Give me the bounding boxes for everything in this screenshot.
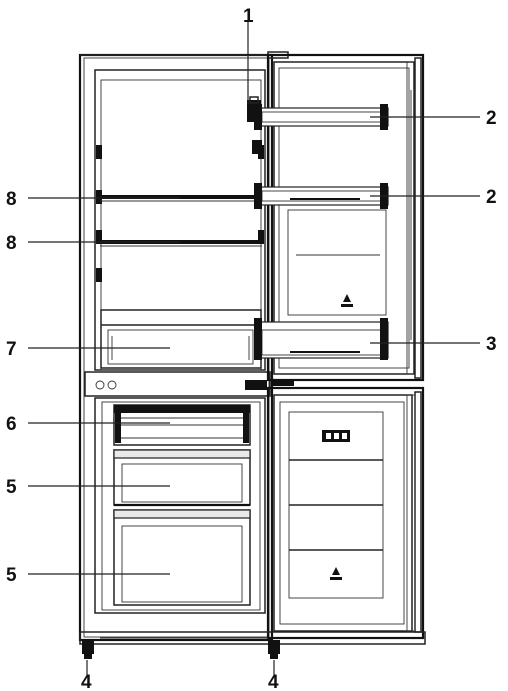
callout-2-upper: 2 [486,108,497,129]
callout-1: 1 [243,6,254,27]
door-bin-middle [254,183,389,209]
freezer-compartment [94,397,266,614]
freezer-door-panel [288,411,384,599]
top-hinge [247,96,262,154]
door-bin-bottom [254,318,389,360]
door-inner-panel [287,209,387,316]
callout-3: 3 [486,334,497,355]
crisper-drawer [100,309,262,369]
callout-2-middle: 2 [486,187,497,208]
callout-4-right: 4 [268,672,279,691]
callout-4-left: 4 [81,672,92,691]
callout-8-lower: 8 [6,233,17,254]
callout-labels: 1 2 2 3 8 8 7 6 5 5 4 4 [6,6,497,691]
callout-5-lower: 5 [6,565,17,586]
callout-5-upper: 5 [6,477,17,498]
glass-shelf-upper [100,195,262,202]
freezer-door [266,386,425,640]
control-panel [84,371,294,397]
adjustable-foot-left [82,640,94,659]
callout-6: 6 [6,414,17,435]
fridge-door [266,53,425,382]
base-plinth [79,631,426,645]
callout-8-upper: 8 [6,189,17,210]
freezer-tray [113,404,251,446]
glass-shelf-lower [100,240,262,247]
door-bin-upper [254,104,389,130]
adjustable-foot-right [268,640,280,659]
callout-7: 7 [6,339,17,360]
leader-lines [28,20,480,675]
freezer-drawer-lower [113,509,251,606]
freezer-drawer-upper [113,449,251,507]
